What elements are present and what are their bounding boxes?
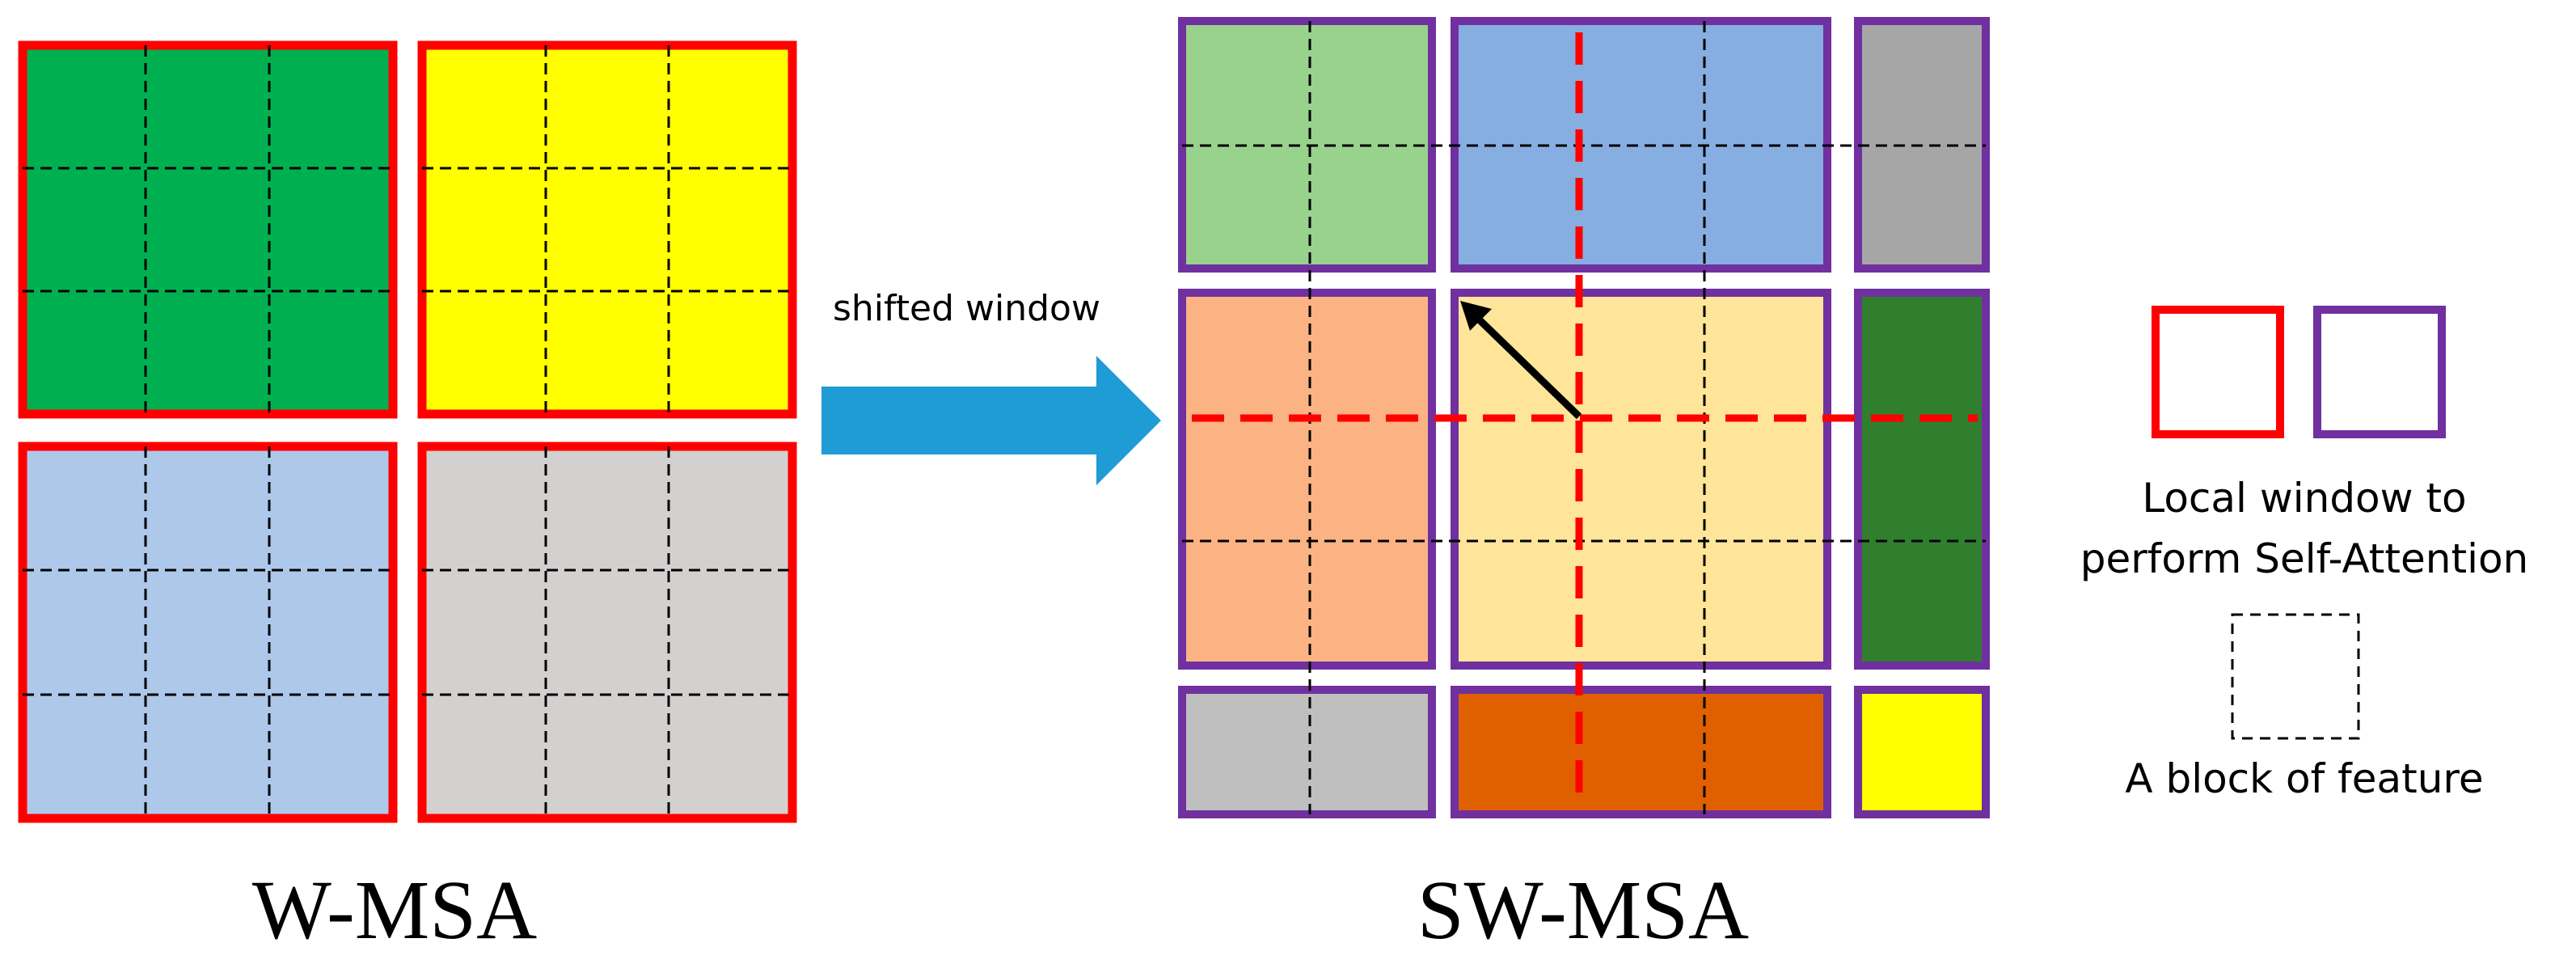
w-msa-title: W-MSA	[252, 864, 537, 957]
shift-arrow-label: shifted window	[833, 288, 1100, 329]
legend-window-label-line1: Local window to	[2142, 475, 2466, 522]
legend-block-label: A block of feature	[2125, 755, 2483, 802]
legend-local-window-red	[2152, 306, 2284, 438]
legend-feature-block	[2231, 613, 2360, 740]
window-bottom-left-box	[18, 442, 398, 823]
sw-msa-title: SW-MSA	[1417, 864, 1749, 957]
window-r2c1	[1451, 686, 1831, 818]
right-arrow-icon	[821, 356, 1161, 485]
window-top-right	[417, 40, 797, 419]
window-bottom-right-box	[417, 442, 797, 823]
shift-direction-arrow-icon	[1460, 301, 1582, 420]
window-top-right-box	[417, 40, 797, 419]
window-bottom-right	[417, 442, 797, 823]
window-r2c0	[1178, 686, 1436, 818]
legend-local-window-purple	[2313, 306, 2446, 438]
window-r1c0	[1178, 289, 1436, 670]
window-r2c2	[1854, 686, 1990, 818]
legend: Local window to perform Self-Attention A…	[2080, 306, 2529, 802]
sw-msa-panel: SW-MSA	[1178, 17, 1990, 957]
window-top-left	[18, 40, 398, 419]
window-bottom-left	[18, 442, 398, 823]
window-r1c2	[1854, 289, 1990, 670]
shift-arrow: shifted window	[821, 288, 1161, 485]
window-top-left-box	[18, 40, 398, 419]
w-msa-panel: W-MSA	[18, 40, 797, 957]
shift-lines	[1192, 32, 1978, 809]
window-r0c1	[1451, 17, 1831, 273]
legend-window-label-line2: perform Self-Attention	[2080, 535, 2529, 582]
